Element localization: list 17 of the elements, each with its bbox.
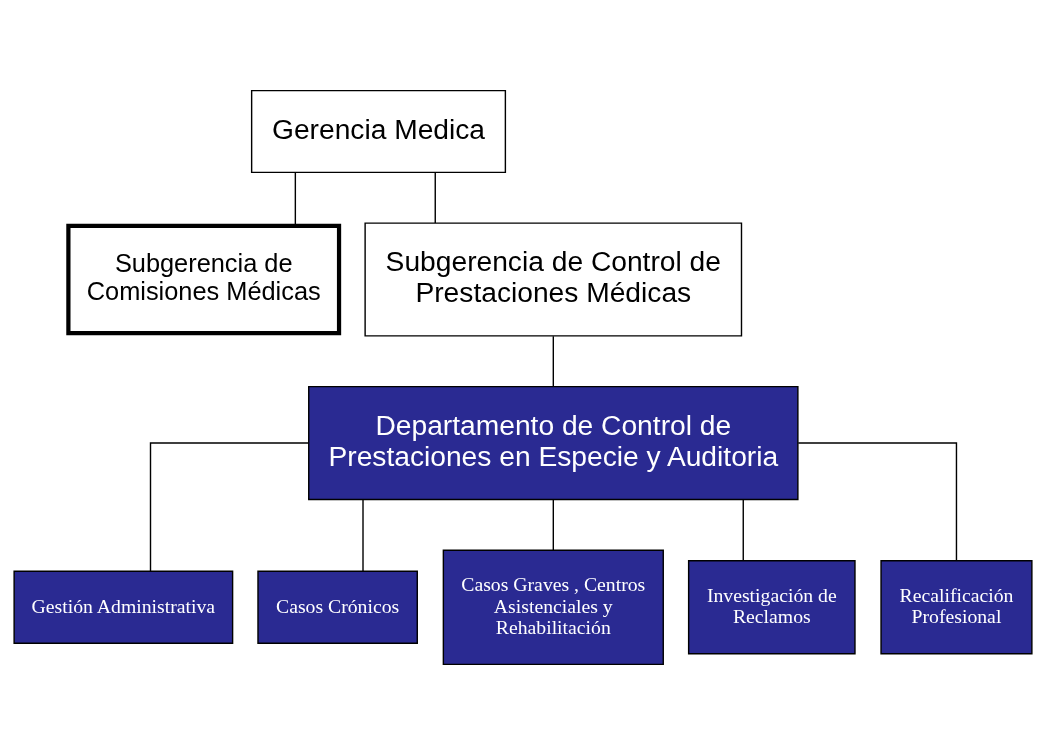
node-box: Subgerencia de Comisiones Médicas [66,223,342,336]
node-box: Casos Crónicos [257,570,418,644]
node-box: Subgerencia de Control de Prestaciones Médicas [364,222,743,337]
node-box: Casos Graves , Centros Asistenciales y Rehabilitación [442,549,664,666]
connector [294,172,297,227]
connector [797,442,958,562]
connector [434,172,436,224]
connector [552,335,554,388]
node-box: Gerencia Medica [250,89,507,174]
connector [552,498,554,551]
connector [149,442,310,572]
connector [362,498,364,572]
node-box: Departamento de Control de Prestaciones en Especie y Auditoria [308,385,799,501]
node-box: Investigación de Reclamos [687,560,856,655]
connector [742,498,744,562]
node-box: Recalificación Profesional [880,560,1033,655]
node-box: Gestión Administrativa [13,570,234,644]
